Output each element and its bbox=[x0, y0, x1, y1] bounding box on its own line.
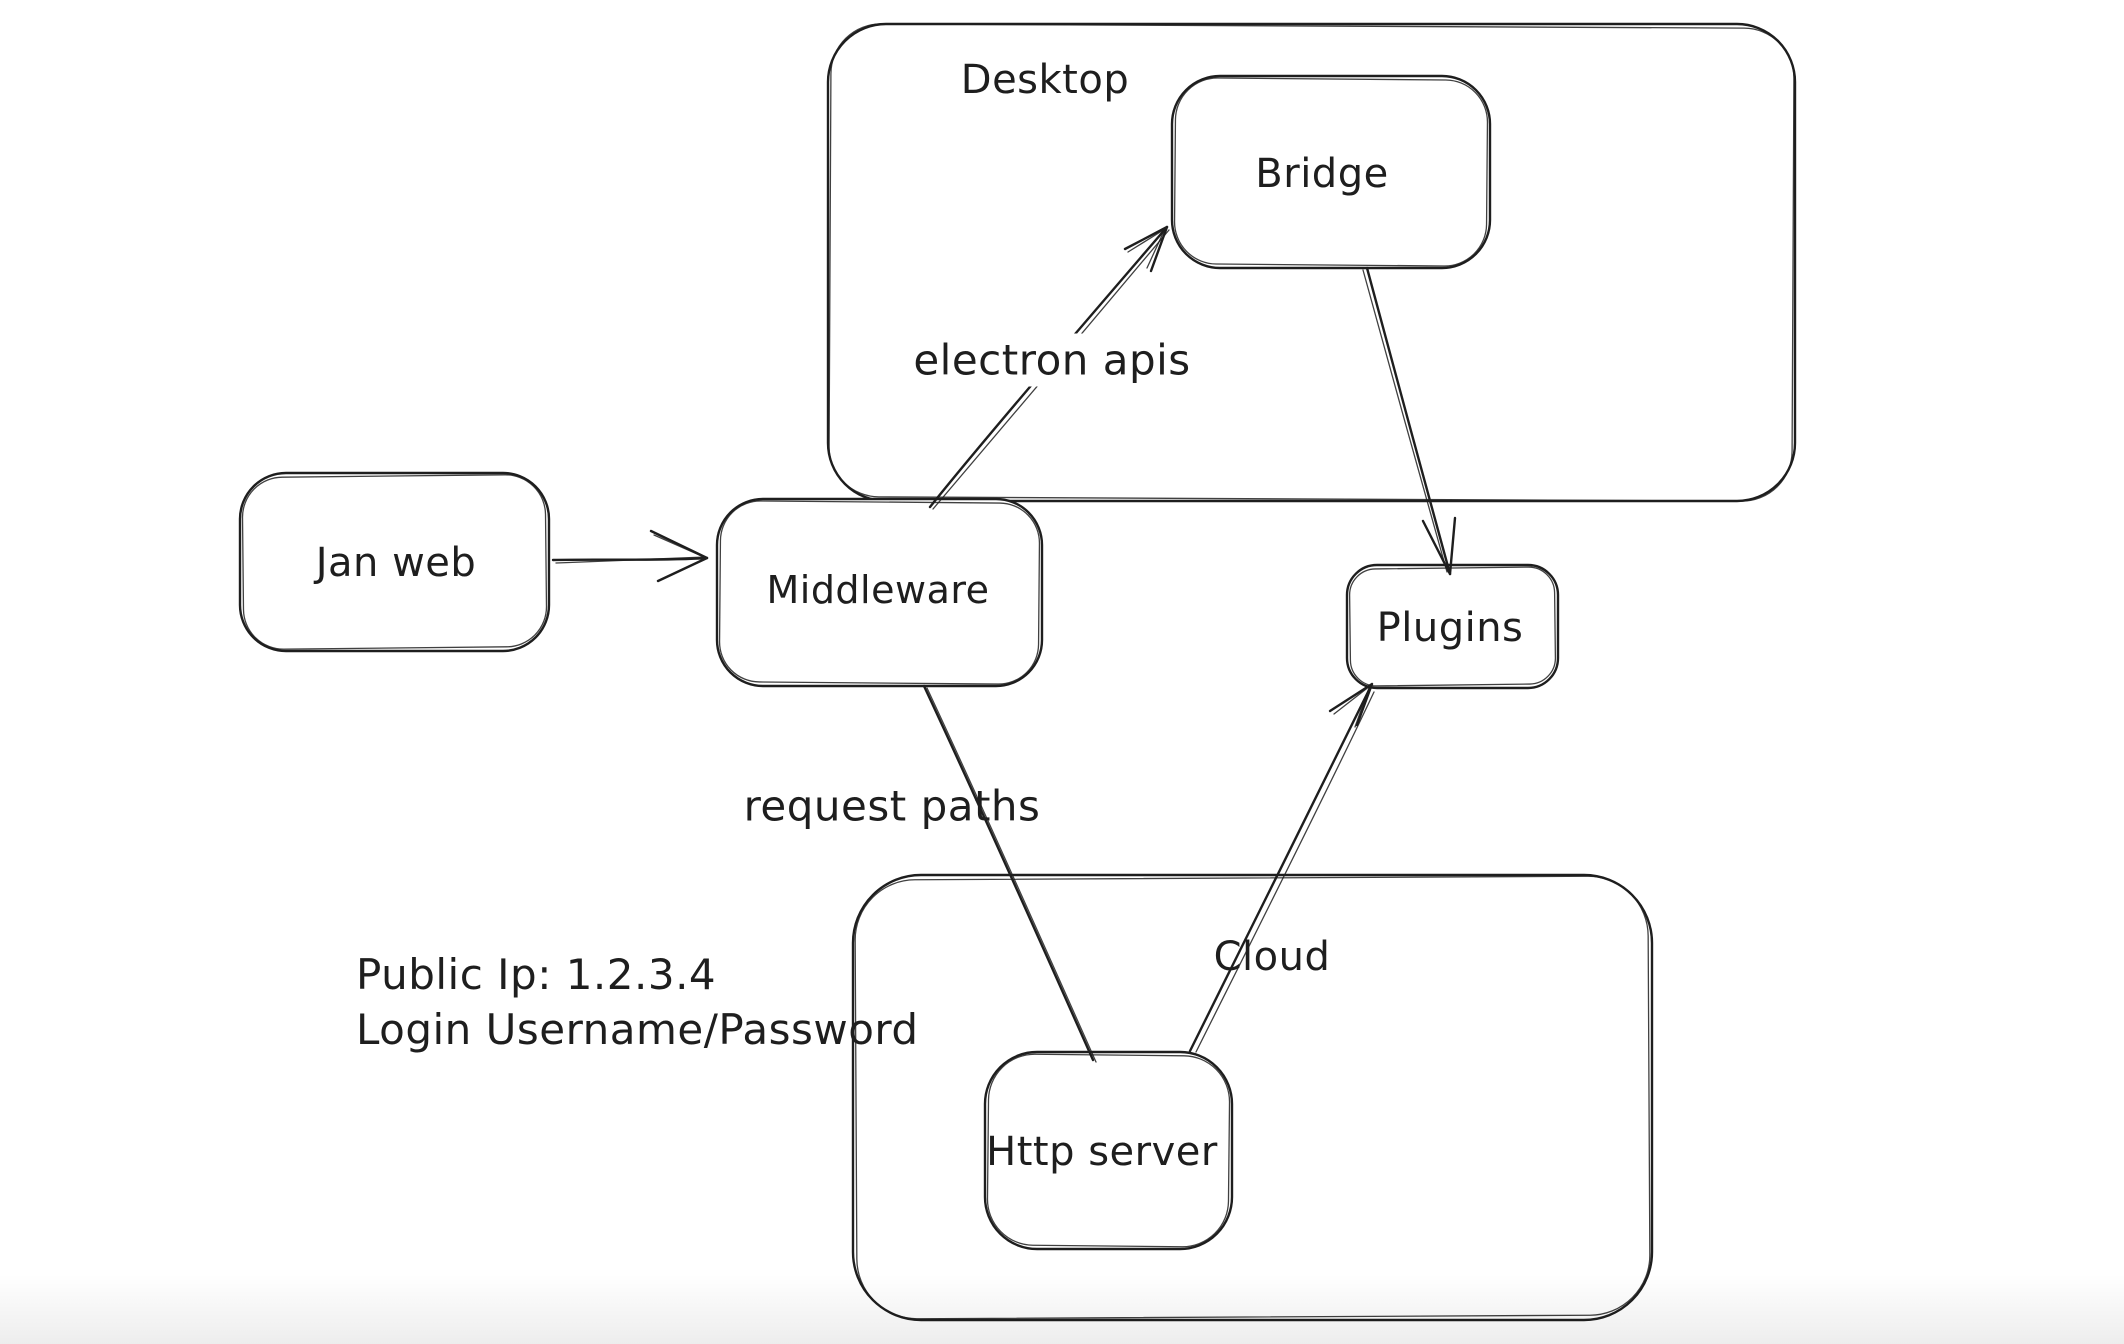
edge-janweb-middleware[interactable] bbox=[551, 529, 709, 583]
edge-label-request-paths[interactable]: request paths bbox=[743, 781, 1041, 831]
edge-bridge-plugins[interactable] bbox=[1362, 266, 1457, 576]
edge-httpserver-plugins-arrowhead bbox=[1328, 682, 1374, 727]
node-bridge-shape[interactable] bbox=[1170, 74, 1492, 270]
credentials-note-line-public-ip: Public Ip: 1.2.3.4 bbox=[356, 950, 717, 999]
node-jan-web-label[interactable]: Jan web bbox=[315, 540, 477, 586]
edge-janweb-middleware-arrowhead bbox=[649, 529, 709, 583]
container-cloud-shape[interactable] bbox=[851, 873, 1654, 1322]
edge-middleware-httpserver[interactable] bbox=[922, 684, 1097, 1063]
container-desktop-label[interactable]: Desktop bbox=[960, 57, 1130, 103]
credentials-note[interactable]: Public Ip: 1.2.3.4 Login Username/Passwo… bbox=[356, 947, 919, 1057]
container-cloud-label[interactable]: Cloud bbox=[1213, 934, 1331, 980]
node-http-server-label[interactable]: Http server bbox=[986, 1129, 1218, 1175]
node-middleware-shape[interactable] bbox=[715, 497, 1044, 688]
edge-label-electron-apis[interactable]: electron apis bbox=[905, 333, 1199, 387]
node-middleware-label[interactable]: Middleware bbox=[766, 568, 990, 612]
node-jan-web-shape[interactable] bbox=[238, 471, 551, 653]
credentials-note-line-login: Login Username/Password bbox=[356, 1005, 919, 1054]
node-plugins-label[interactable]: Plugins bbox=[1376, 605, 1524, 651]
edge-middleware-bridge-arrowhead bbox=[1123, 225, 1169, 273]
edge-bridge-plugins-arrowhead bbox=[1421, 516, 1457, 576]
edge-httpserver-plugins[interactable] bbox=[1188, 682, 1375, 1053]
node-http-server-shape[interactable] bbox=[983, 1050, 1234, 1251]
node-bridge-label[interactable]: Bridge bbox=[1255, 151, 1389, 197]
container-desktop-shape[interactable] bbox=[826, 22, 1797, 503]
node-plugins-shape[interactable] bbox=[1345, 563, 1560, 690]
